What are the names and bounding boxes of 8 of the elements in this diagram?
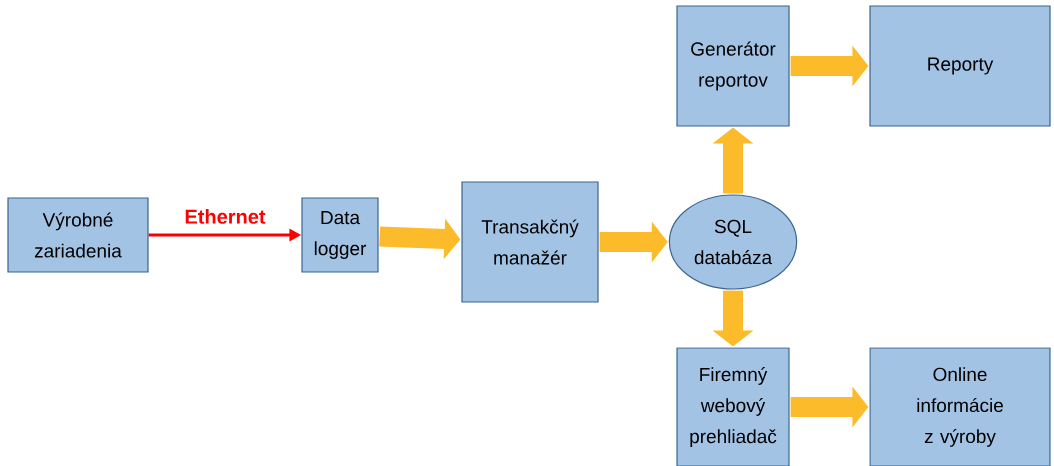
process-box: Generátor reportov (676, 5, 790, 127)
edge-label: Ethernet (183, 208, 267, 225)
process-box: Výrobné zariadenia (7, 197, 149, 273)
process-box: Firemný webový prehliadač (676, 347, 790, 466)
process-box: Transakčný manažér (461, 181, 599, 303)
process-box: Reporty (869, 5, 1051, 127)
process-box: Online informácie z výroby (869, 347, 1051, 466)
process-box: Data logger (301, 197, 379, 273)
